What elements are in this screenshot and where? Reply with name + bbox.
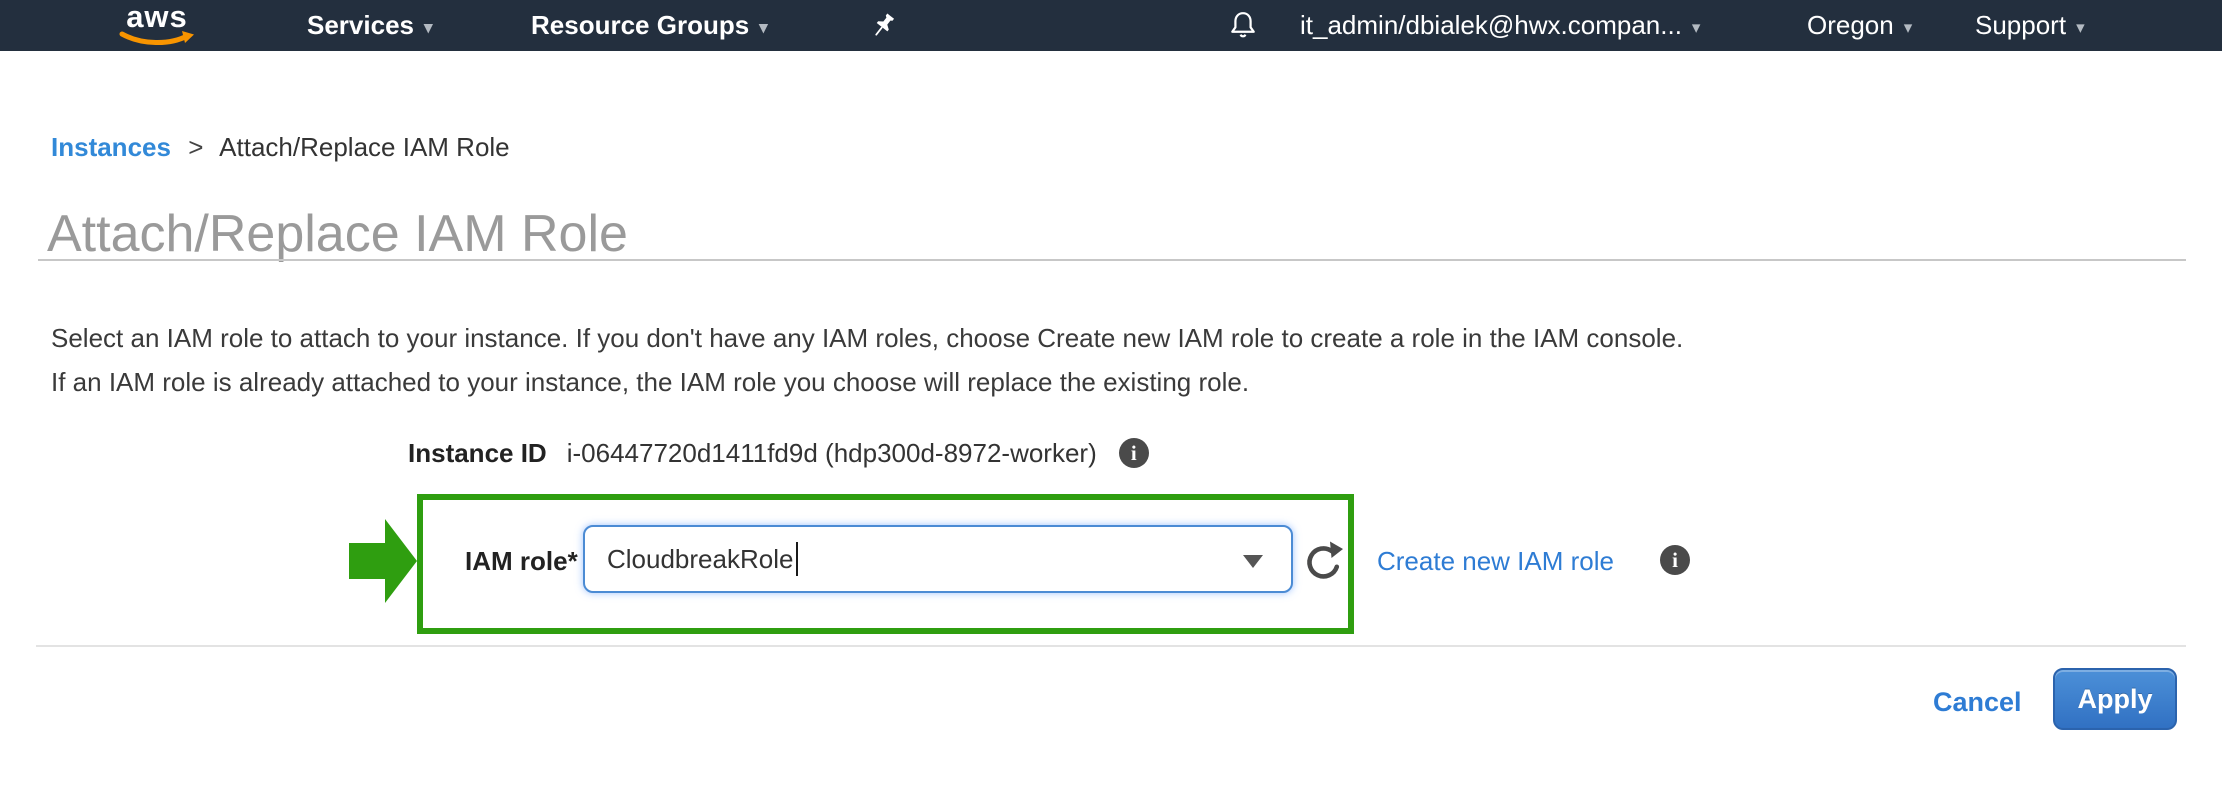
cancel-button[interactable]: Cancel [1933,687,2022,717]
apply-button[interactable]: Apply [2053,668,2177,730]
instance-id-label: Instance ID [408,437,547,468]
nav-services-label: Services [307,10,414,40]
breadcrumb-separator: > [188,132,204,162]
chevron-down-icon: ▾ [2076,18,2085,37]
chevron-down-icon: ▾ [423,18,433,37]
green-annotation-arrow [349,519,417,603]
breadcrumb-instances-link[interactable]: Instances [51,132,171,162]
nav-resource-groups-label: Resource Groups [531,10,750,40]
nav-pin-shortcut[interactable] [868,0,898,51]
nav-user-menu[interactable]: it_admin/dbialek@hwx.compan... ▾ [1300,0,1700,51]
info-icon[interactable] [1660,545,1690,575]
nav-support-label: Support [1975,10,2067,40]
nav-user-label: it_admin/dbialek@hwx.compan... [1300,10,1682,40]
refresh-icon[interactable] [1301,539,1345,583]
page-description: Select an IAM role to attach to your ins… [51,316,1683,404]
nav-notifications[interactable] [1227,0,1259,51]
title-divider [38,259,2186,261]
footer-divider [36,645,2186,647]
pushpin-icon [875,13,895,36]
aws-smile-icon [119,31,194,45]
chevron-down-icon: ▾ [759,18,768,37]
info-icon[interactable] [1118,438,1149,468]
aws-logo[interactable]: aws [112,0,202,49]
create-new-iam-role-link[interactable]: Create new IAM role [1377,546,1614,576]
text-cursor [796,542,799,576]
nav-resource-groups-menu[interactable]: Resource Groups ▾ [531,0,768,51]
nav-services-menu[interactable]: Services ▾ [307,0,433,51]
nav-region-menu[interactable]: Oregon ▾ [1807,0,1912,51]
nav-support-menu[interactable]: Support ▾ [1975,0,2085,51]
iam-role-combobox[interactable]: CloudbreakRole [583,525,1293,593]
aws-logo-text: aws [126,0,188,34]
top-navbar: aws Services ▾ Resource Groups ▾ [0,0,2222,51]
breadcrumb-current: Attach/Replace IAM Role [219,132,510,162]
description-line-2: If an IAM role is already attached to yo… [51,367,1250,397]
page-title: Attach/Replace IAM Role [47,205,628,263]
instance-id-row: Instance ID i-06447720d1411fd9d (hdp300d… [408,436,1149,470]
iam-role-label: IAM role* [465,546,578,576]
notifications-bell-icon [1231,11,1255,37]
caret-down-icon[interactable] [1243,555,1263,568]
breadcrumb: Instances > Attach/Replace IAM Role [51,132,510,163]
chevron-down-icon: ▾ [1903,18,1913,37]
iam-role-value: CloudbreakRole [607,543,794,574]
description-line-1: Select an IAM role to attach to your ins… [51,323,1684,353]
instance-id-value: i-06447720d1411fd9d (hdp300d-8972-worker… [566,437,1097,468]
chevron-down-icon: ▾ [1691,18,1701,37]
nav-region-label: Oregon [1807,10,1894,40]
